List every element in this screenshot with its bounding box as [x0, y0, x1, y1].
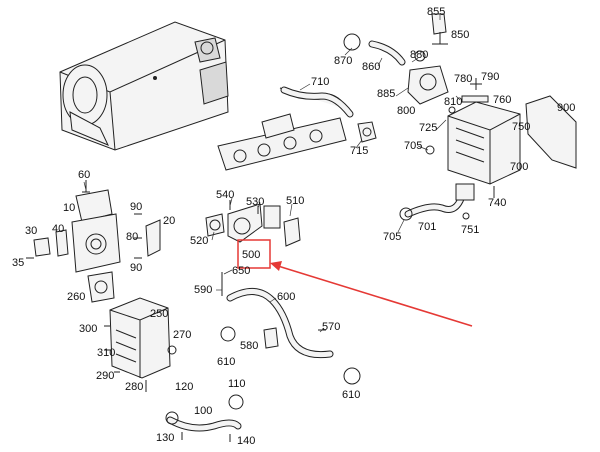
label-140: 140 [237, 435, 255, 447]
label-880: 880 [410, 49, 428, 61]
label-530: 530 [246, 196, 264, 208]
highlight-arrowhead [270, 261, 282, 271]
label-870: 870 [334, 55, 352, 67]
label-90-upper: 90 [130, 201, 142, 213]
label-35: 35 [12, 257, 24, 269]
label-100: 100 [194, 405, 212, 417]
label-850: 850 [451, 29, 469, 41]
label-290: 290 [96, 370, 114, 382]
label-750: 750 [512, 121, 530, 133]
label-110: 110 [228, 378, 246, 390]
label-120: 120 [175, 381, 193, 393]
label-510: 510 [286, 195, 304, 207]
label-570: 570 [322, 321, 340, 333]
label-705-lower: 705 [383, 231, 401, 243]
label-520: 520 [190, 235, 208, 247]
label-760: 760 [493, 94, 511, 106]
label-725: 725 [419, 122, 437, 134]
label-751: 751 [461, 224, 479, 236]
label-260: 260 [67, 291, 85, 303]
label-580: 580 [240, 340, 258, 352]
label-705-upper: 705 [404, 140, 422, 152]
label-590: 590 [194, 284, 212, 296]
pipe-100 [165, 394, 244, 442]
label-310: 310 [97, 347, 115, 359]
label-60: 60 [78, 169, 90, 181]
label-500: 500 [242, 249, 260, 261]
leader-lines [83, 14, 521, 333]
label-810: 810 [444, 96, 462, 108]
egr-pipe-600 [220, 272, 361, 385]
part-labels: 855 850 870 860 880 710 885 780 790 760 … [12, 6, 575, 447]
highlight-box [237, 239, 271, 269]
label-300: 300 [79, 323, 97, 335]
label-885: 885 [377, 88, 395, 100]
label-130: 130 [156, 432, 174, 444]
highlight-500 [237, 239, 473, 327]
label-600: 600 [277, 291, 295, 303]
label-780: 780 [454, 73, 472, 85]
label-710: 710 [311, 76, 329, 88]
flange-group-500 [205, 200, 301, 247]
label-900: 900 [557, 102, 575, 114]
egr-cooler-250 [87, 271, 177, 392]
label-90-lower: 90 [130, 262, 142, 274]
label-80: 80 [126, 231, 138, 243]
label-740: 740 [488, 197, 506, 209]
label-855: 855 [427, 6, 445, 18]
label-610-left: 610 [217, 356, 235, 368]
label-280: 280 [125, 381, 143, 393]
label-790: 790 [481, 71, 499, 83]
label-270: 270 [173, 329, 191, 341]
egr-pipe-701 [399, 183, 475, 221]
label-20: 20 [163, 215, 175, 227]
egr-valve-assembly [26, 180, 161, 273]
label-715: 715 [350, 145, 368, 157]
label-610-right: 610 [342, 389, 360, 401]
label-250: 250 [150, 308, 168, 320]
label-700: 700 [510, 161, 528, 173]
label-701: 701 [418, 221, 436, 233]
label-800: 800 [397, 105, 415, 117]
label-860: 860 [362, 61, 380, 73]
particulate-filter-assembly [59, 21, 229, 151]
label-650: 650 [232, 265, 250, 277]
label-10: 10 [63, 202, 75, 214]
label-30: 30 [25, 225, 37, 237]
exhaust-manifold [217, 113, 347, 171]
egr-cooler-assembly [279, 13, 577, 198]
label-40: 40 [52, 223, 64, 235]
highlight-arrow [277, 265, 473, 327]
label-540: 540 [216, 189, 234, 201]
